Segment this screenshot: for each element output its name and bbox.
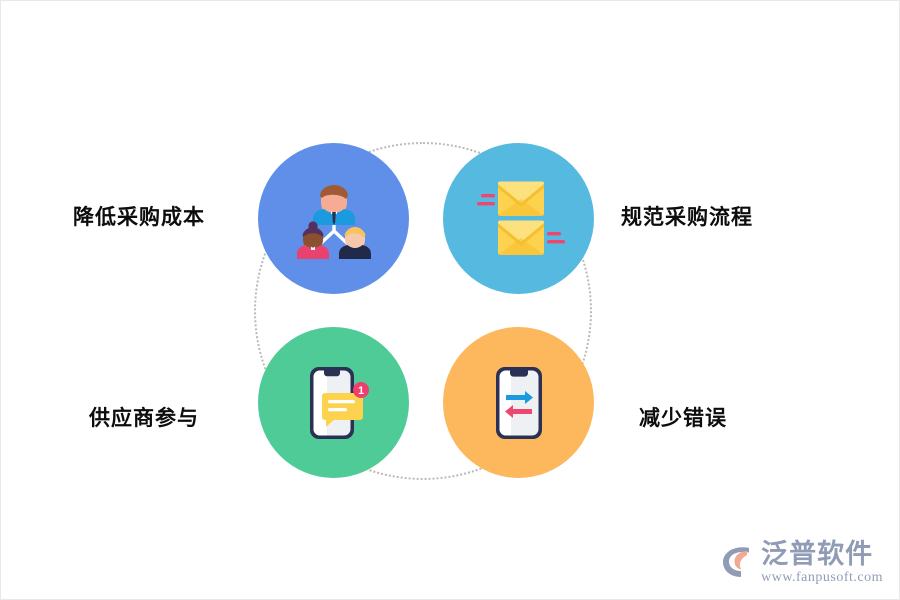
envelopes-icon <box>469 177 569 261</box>
node-circle-supplier[interactable]: 1 <box>258 327 409 478</box>
node-circle-cost[interactable] <box>258 143 409 294</box>
node-circle-error[interactable] <box>443 327 594 478</box>
label-supplier: 供应商参与 <box>89 407 199 430</box>
phone-transfer-arrows-icon <box>488 360 550 446</box>
brand-url: www.fanpusoft.com <box>761 569 883 585</box>
chat-badge-count: 1 <box>357 385 363 397</box>
node-circle-process[interactable] <box>443 143 594 294</box>
label-error: 减少错误 <box>639 407 727 430</box>
label-process: 规范采购流程 <box>621 206 753 229</box>
fanpusoft-logo-icon <box>719 542 757 585</box>
watermark: 泛普软件 www.fanpusoft.com <box>719 541 883 585</box>
dotted-ring-connector <box>254 142 592 480</box>
team-people-icon <box>291 179 377 259</box>
phone-chat-notification-icon: 1 <box>291 360 377 446</box>
label-cost: 降低采购成本 <box>73 206 205 229</box>
brand-name: 泛普软件 <box>761 539 874 570</box>
